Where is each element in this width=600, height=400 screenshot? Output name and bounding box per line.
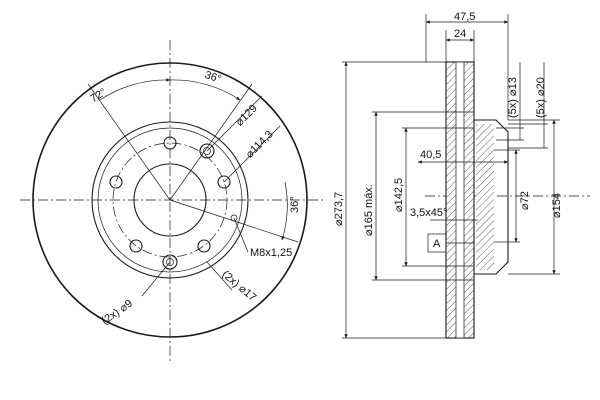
dim-40-5-label: 40,5 — [420, 149, 441, 161]
hat-profile — [474, 119, 509, 275]
angle-arc-36-right — [281, 181, 288, 241]
leader-129 — [206, 95, 263, 152]
angle-36-right-label: 36° — [289, 196, 301, 213]
leader-9 — [141, 261, 171, 297]
bolt-hole — [129, 239, 143, 253]
datum-a-label: A — [433, 238, 441, 250]
dim-24-label: 24 — [454, 28, 466, 40]
leader-17 — [206, 261, 233, 291]
dim-72-label: ⌀72 — [519, 191, 531, 210]
vent-gap — [455, 61, 465, 339]
bolt-hole — [217, 175, 231, 189]
disc-outer-edge — [32, 62, 308, 338]
locating-hole-inner — [166, 258, 174, 266]
radial-line-36 — [169, 83, 253, 201]
leader-114-3 — [223, 125, 281, 183]
angle-arc-72 — [99, 78, 171, 101]
dim-154-label: ⌀154 — [551, 193, 563, 218]
thread-label: M8x1,25 — [250, 247, 292, 259]
bolt-hole — [163, 136, 177, 150]
locating-hole-outer — [162, 254, 178, 270]
center-bore — [133, 163, 207, 237]
section-view: A 47,5 24 ⌀273,7 ⌀165 máx. ⌀142,5 40,5 3… — [333, 11, 590, 339]
dim-5x13-label: (5x) ⌀13 — [507, 77, 519, 118]
dim-165-max-label: ⌀165 máx. — [363, 184, 375, 236]
dim-142-5-label: ⌀142,5 — [393, 178, 405, 212]
dia-129-label: ⌀129 — [234, 102, 260, 128]
hat-section — [476, 124, 494, 270]
holes-9-label: (2x) ⌀9 — [100, 298, 135, 328]
front-view: 72° 36° 36° ⌀129 ⌀114,3 M8x1,25 (2x) ⌀9 … — [20, 40, 325, 362]
bolt-circle — [112, 142, 228, 258]
friction-ring-inner-edge — [91, 121, 249, 279]
radial-line-72 — [87, 83, 171, 201]
dim-5x20-label: (5x) ⌀20 — [535, 77, 547, 118]
dim-47-5-label: 47,5 — [454, 11, 475, 23]
holes-17-label: (2x) ⌀17 — [219, 268, 258, 303]
hat-outer-edge — [97, 127, 243, 273]
bolt-hole — [109, 175, 123, 189]
bolt-hole — [197, 239, 211, 253]
dia-114-3-label: ⌀114,3 — [244, 129, 276, 161]
dim-273-7-label: ⌀273,7 — [333, 192, 345, 226]
radial-line-right — [169, 199, 299, 243]
angle-arc-36-top — [169, 79, 241, 101]
locating-hole-outer — [199, 143, 215, 159]
angle-36-top-label: 36° — [203, 69, 223, 86]
chamfer-label: 3,5x45° — [410, 207, 447, 219]
leader-thread — [233, 217, 249, 253]
